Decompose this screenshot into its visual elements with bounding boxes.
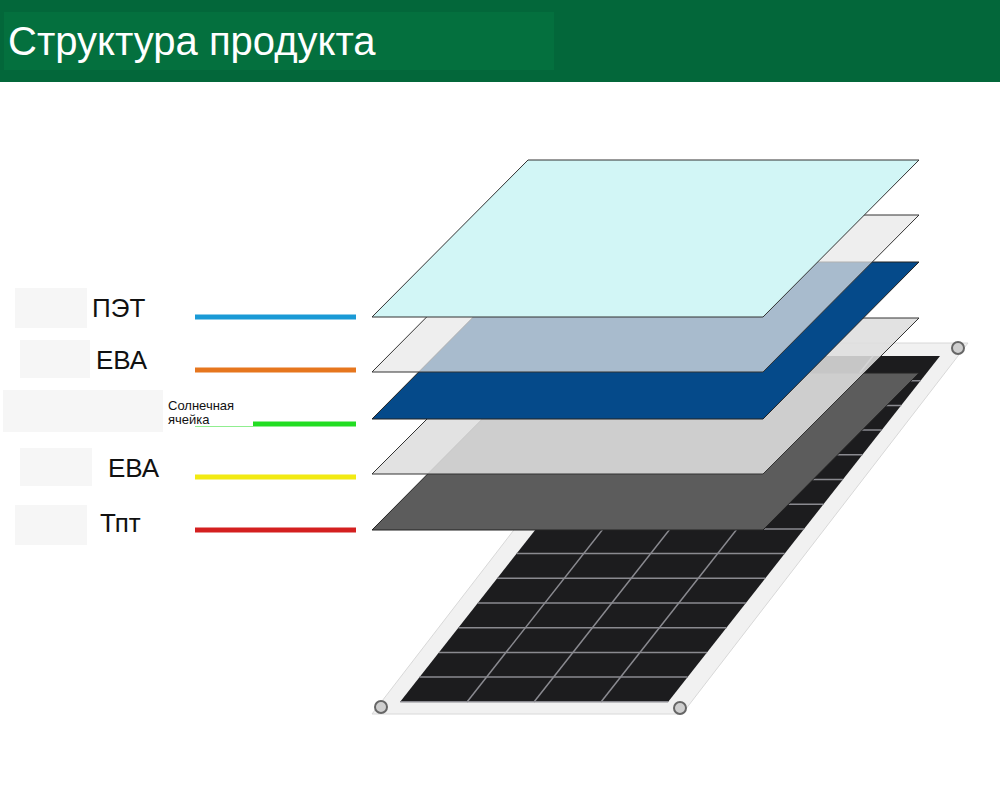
layer-label: ЕВА (96, 346, 147, 375)
label-ground (20, 340, 90, 378)
label-ground (15, 505, 87, 545)
header-band (4, 12, 554, 70)
header-bar (0, 0, 1000, 82)
leader-line (195, 315, 356, 320)
pet-layer (372, 160, 919, 317)
page-title: Структура продукта (8, 19, 376, 63)
layer-label: Солнечная ячейка (167, 399, 253, 426)
layer-label: ПЭТ (92, 294, 145, 323)
layer-label: Тпт (100, 509, 141, 538)
leader-line (195, 368, 356, 373)
label-ground (3, 390, 163, 432)
layer-label: ЕВА (108, 454, 159, 483)
leader-line (195, 528, 356, 533)
label-ground (20, 448, 92, 486)
leader-line (195, 475, 356, 480)
label-ground (15, 288, 87, 328)
